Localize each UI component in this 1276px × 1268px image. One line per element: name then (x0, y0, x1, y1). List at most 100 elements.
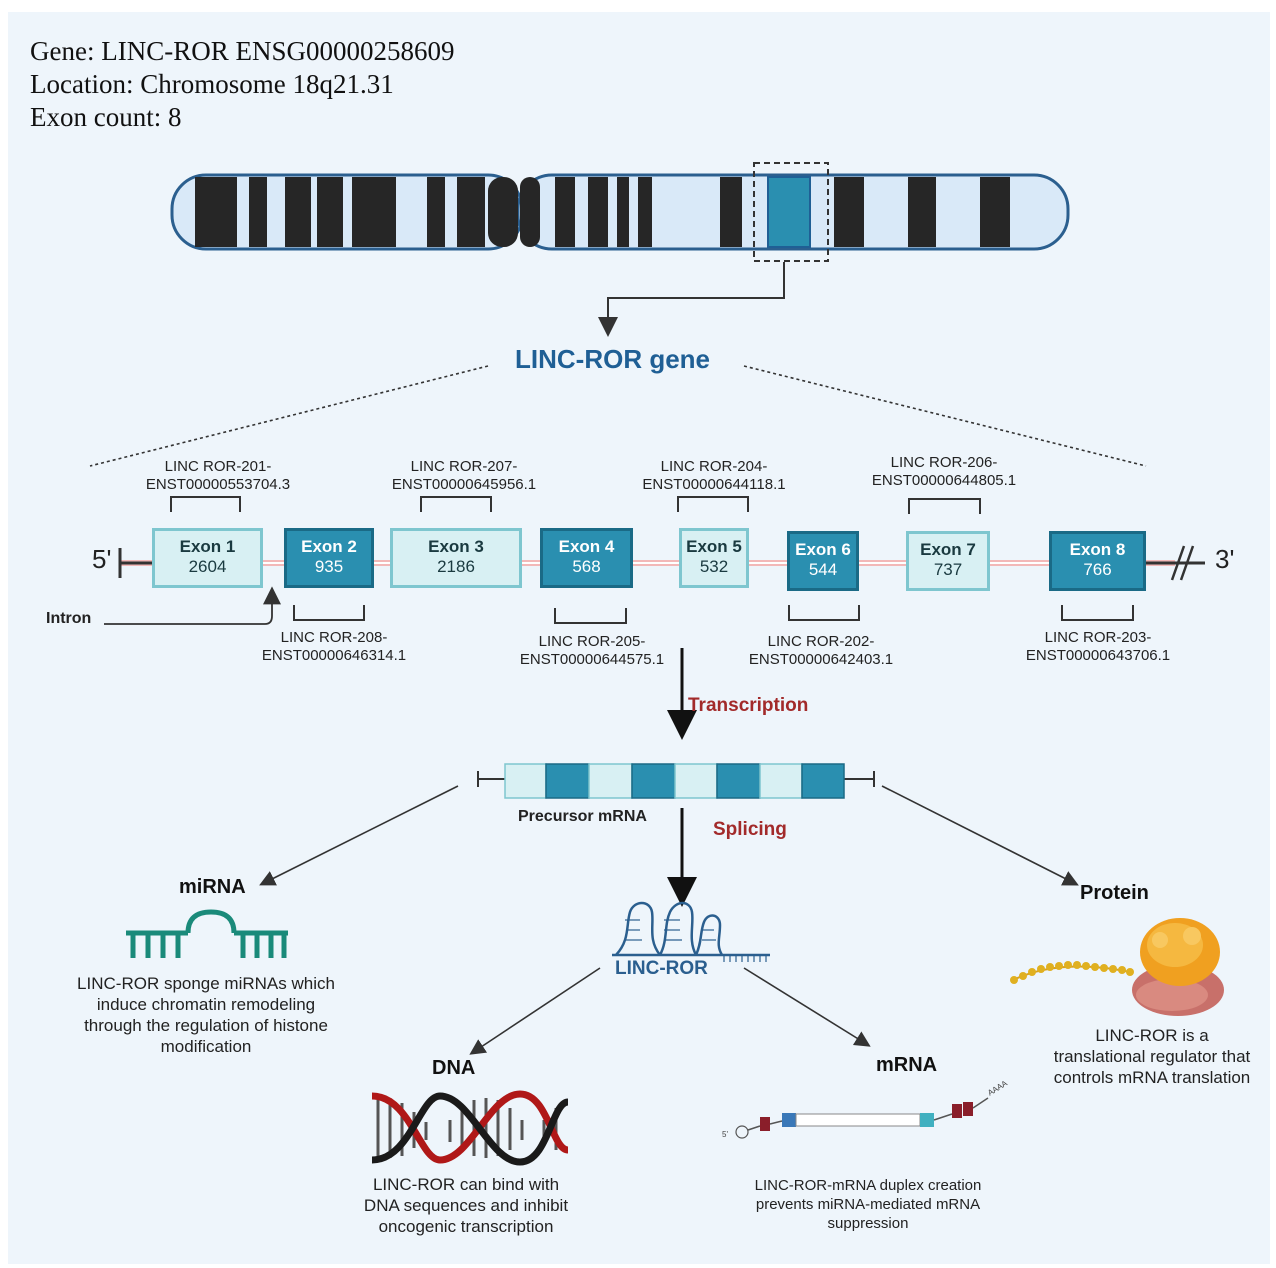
mirna-desc-line-1: LINC-ROR sponge miRNAs which (77, 974, 335, 993)
exon-7-name: Exon 7 (920, 540, 976, 559)
zoom-line-right (743, 365, 1147, 467)
exon-2-name: Exon 2 (301, 537, 357, 556)
transcript-201-name: LINC ROR-201- (164, 458, 272, 475)
transcript-label-202: LINC ROR-202-ENST00000642403.1 (733, 633, 909, 669)
transcript-206-name: LINC ROR-206- (890, 454, 998, 471)
dna-description: LINC-ROR can bind with DNA sequences and… (336, 1174, 596, 1237)
exon-3-value: 2186 (437, 557, 475, 576)
transcript-label-203: LINC ROR-203-ENST00000643706.1 (1010, 629, 1186, 665)
exon-count-label: Exon count: 8 (30, 102, 182, 132)
transcript-205-id: ENST00000644575.1 (519, 651, 665, 668)
mirna-desc-line-4: modification (160, 1037, 252, 1056)
intron-pointer (104, 586, 281, 625)
chromosome-bands (195, 177, 1010, 247)
exon-1-name: Exon 1 (179, 537, 236, 556)
five-prime-label: 5' (92, 544, 112, 574)
arrow-to-dna (469, 967, 601, 1055)
mrna-desc-line-1: LINC-ROR-mRNA duplex creation (754, 1177, 982, 1194)
precursor-mrna-icon (477, 763, 875, 799)
mirna-desc-line-3: through the regulation of histone (84, 1016, 328, 1035)
mrna-desc-line-2: prevents miRNA-mediated mRNA (755, 1196, 981, 1213)
exon-8-value: 766 (1083, 560, 1112, 579)
dna-helix-icon (371, 1090, 570, 1166)
exon-7-value: 737 (933, 560, 963, 579)
chromosome-icon (170, 162, 1070, 262)
break-mark-icon (1170, 545, 1186, 581)
transcript-202-id: ENST00000642403.1 (748, 651, 894, 668)
linc-ror-rna-icon (612, 901, 770, 962)
transcript-203-name: LINC ROR-203- (1044, 629, 1152, 646)
gene-title: LINC-ROR gene (515, 344, 710, 374)
dna-desc-line-2: DNA sequences and inhibit (363, 1196, 569, 1215)
exon-5-value: 532 (699, 557, 729, 576)
protein-ribosome-icon (1010, 918, 1224, 1016)
transcript-204-name: LINC ROR-204- (660, 458, 768, 475)
splicing-label: Splicing (713, 819, 787, 840)
transcript-208-name: LINC ROR-208- (280, 629, 388, 646)
arrow-to-mirna (259, 785, 459, 886)
gene-locus-band (767, 176, 811, 248)
protein-desc-line-1: LINC-ROR is a (1095, 1026, 1209, 1045)
transcript-brackets-bottom (293, 605, 1134, 624)
exon-5-name: Exon 5 (686, 537, 742, 556)
exon-3-name: Exon 3 (428, 537, 484, 556)
mirna-desc-line-2: induce chromatin remodeling (96, 995, 316, 1014)
mirna-hairpin-icon (126, 909, 288, 958)
exon-2-value: 935 (314, 557, 344, 576)
linc-ror-label: LINC-ROR (615, 958, 708, 979)
exon-4-name: Exon 4 (558, 537, 615, 556)
protein-desc-line-2: translational regulator that (1053, 1047, 1251, 1066)
exon-4-value: 568 (572, 557, 601, 576)
transcription-label: Transcription (688, 695, 809, 716)
transcript-label-204: LINC ROR-204-ENST00000644118.1 (626, 458, 802, 494)
transcript-201-id: ENST00000553704.3 (145, 476, 291, 493)
precursor-mrna-label: Precursor mRNA (518, 808, 647, 825)
mrna-duplex-icon (735, 1097, 989, 1139)
transcript-206-id: ENST00000644805.1 (871, 472, 1017, 489)
transcript-203-id: ENST00000643706.1 (1025, 647, 1171, 664)
exon-6-value: 544 (808, 560, 838, 579)
arrow-to-mrna (743, 967, 871, 1047)
transcript-207-id: ENST00000645956.1 (391, 476, 537, 493)
zoom-arrow (598, 262, 785, 337)
protein-title: Protein (1080, 882, 1149, 904)
transcript-label-207: LINC ROR-207-ENST00000645956.1 (376, 458, 552, 494)
locus-highlight-box (753, 162, 829, 262)
three-prime-label: 3' (1215, 544, 1235, 574)
mrna-description: LINC-ROR-mRNA duplex creation prevents m… (728, 1176, 1008, 1233)
dna-desc-line-1: LINC-ROR can bind with (372, 1175, 560, 1194)
protein-desc-line-3: controls mRNA translation (1053, 1068, 1251, 1087)
gene-id-label: Gene: LINC-ROR ENSG00000258609 (30, 36, 455, 66)
mrna-desc-line-3: suppression (827, 1215, 909, 1232)
transcript-202-name: LINC ROR-202- (767, 633, 875, 650)
mirna-description: LINC-ROR sponge miRNAs which induce chro… (56, 973, 356, 1057)
transcript-204-id: ENST00000644118.1 (642, 476, 786, 493)
transcript-label-205: LINC ROR-205-ENST00000644575.1 (504, 633, 680, 669)
arrow-to-protein (881, 785, 1079, 886)
protein-description: LINC-ROR is a translational regulator th… (1030, 1025, 1274, 1088)
mrna-title: mRNA (876, 1054, 938, 1076)
transcript-brackets-top (170, 496, 981, 514)
transcript-label-206: LINC ROR-206-ENST00000644805.1 (856, 454, 1032, 490)
transcript-205-name: LINC ROR-205- (538, 633, 646, 650)
mirna-title: miRNA (179, 876, 246, 898)
transcript-207-name: LINC ROR-207- (410, 458, 518, 475)
intron-label: Intron (46, 610, 92, 627)
zoom-line-left (89, 365, 489, 467)
transcript-208-id: ENST00000646314.1 (261, 647, 407, 664)
dna-desc-line-3: oncogenic transcription (378, 1217, 554, 1236)
transcript-label-208: LINC ROR-208-ENST00000646314.1 (246, 629, 422, 665)
dna-title: DNA (432, 1057, 476, 1079)
mrna-five-prime-label: 5' (722, 1130, 728, 1139)
exon-1-value: 2604 (188, 557, 227, 576)
location-label: Location: Chromosome 18q21.31 (30, 69, 394, 99)
transcript-label-201: LINC ROR-201-ENST00000553704.3 (130, 458, 306, 494)
